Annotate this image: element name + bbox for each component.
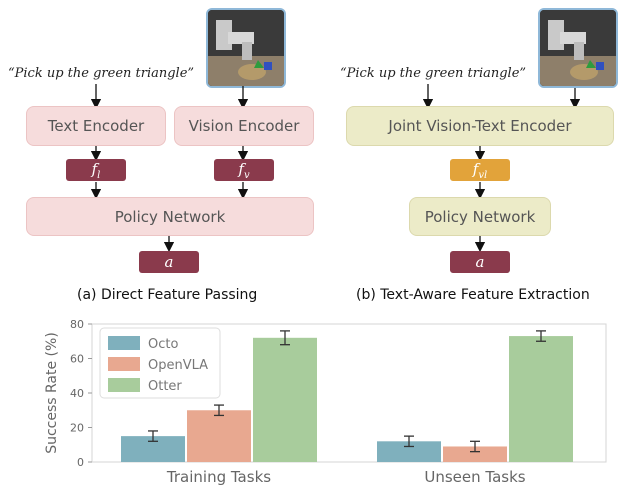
policy-network-right: Policy Network — [409, 197, 551, 236]
caption-a: (a) Direct Feature Passing — [77, 287, 258, 303]
feature-vision: fv — [214, 159, 274, 181]
y-tick-label: 80 — [70, 318, 84, 331]
y-tick-label: 40 — [70, 387, 84, 400]
feature-text-symbol: fl — [91, 159, 101, 181]
feature-joint: fvl — [450, 159, 510, 181]
feature-text: fl — [66, 159, 126, 181]
feature-joint-symbol: fvl — [472, 159, 488, 181]
bar-openvla — [443, 446, 507, 462]
y-tick-label: 20 — [70, 422, 84, 435]
vision-encoder-box: Vision Encoder — [174, 106, 314, 146]
policy-network-left: Policy Network — [26, 197, 314, 236]
legend-label-octo: Octo — [148, 337, 178, 352]
y-tick-label: 0 — [77, 456, 84, 469]
left-prompt: “Pick up the green triangle” — [8, 66, 195, 81]
y-tick-label: 60 — [70, 353, 84, 366]
legend-swatch-openvla — [108, 357, 140, 371]
action-left: a — [139, 251, 199, 273]
bar-otter — [509, 336, 573, 462]
robot-image-left — [206, 8, 286, 88]
bar-otter — [253, 337, 317, 462]
legend-label-openvla: OpenVLA — [148, 358, 208, 373]
right-prompt: “Pick up the green triangle” — [340, 66, 527, 81]
feature-vision-symbol: fv — [238, 159, 250, 181]
x-category-label: Training Tasks — [166, 468, 271, 486]
y-axis-label: Success Rate (%) — [44, 332, 60, 454]
legend-label-otter: Otter — [148, 379, 182, 394]
legend-swatch-octo — [108, 336, 140, 350]
bar-openvla — [187, 410, 251, 462]
text-encoder-box: Text Encoder — [26, 106, 166, 146]
joint-encoder-box: Joint Vision-Text Encoder — [346, 106, 614, 146]
legend-swatch-otter — [108, 378, 140, 392]
robot-image-right — [538, 8, 618, 88]
action-right: a — [450, 251, 510, 273]
x-category-label: Unseen Tasks — [424, 468, 525, 486]
bar-octo — [377, 441, 441, 462]
diagram-arrows — [90, 84, 581, 253]
caption-b: (b) Text-Aware Feature Extraction — [356, 287, 590, 303]
